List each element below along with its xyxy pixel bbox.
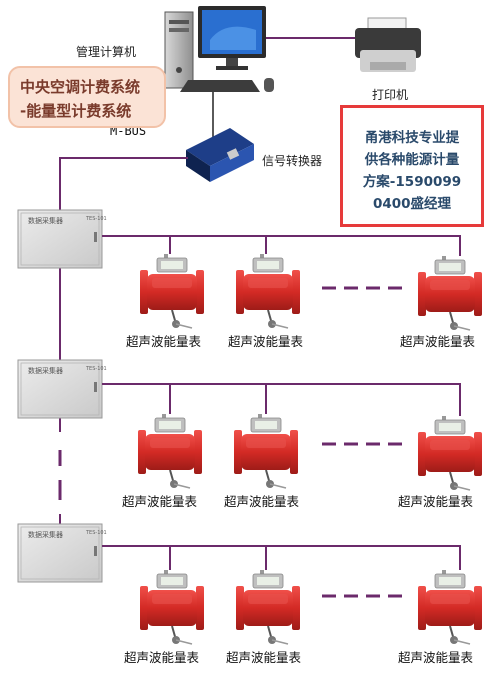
collector-tag-2: TES-101 [86,366,107,372]
collector-tag-1: TES-101 [86,216,107,222]
collector-tag-3: TES-101 [86,530,107,536]
mbus-trunk-top [59,157,188,212]
callout-line-2: -能量型计费系统 [20,102,132,120]
system-callout: 中央空调计费系统 -能量型计费系统 [8,66,166,128]
meter-label-2a: 超声波能量表 [122,494,198,509]
meter-label-1c: 超声波能量表 [400,334,476,349]
meter-label-2c: 超声波能量表 [398,494,474,509]
contact-ad-box: 甬港科技专业提 供各种能源计量 方案-1590099 0400盛经理 [340,105,484,227]
ultrasonic-meter-3c [417,569,483,645]
meter-label-3b: 超声波能量表 [226,650,302,665]
ultrasonic-meter-2b [233,413,299,489]
ad-line-3: 方案-1590099 [362,174,462,190]
branch-line-2 [102,383,461,416]
ad-line-2: 供各种能源计量 [364,152,460,168]
ultrasonic-meter-1c [417,255,483,331]
collector-title-2: 数据采集器 [28,367,63,375]
computer-label: 管理计算机 [76,45,137,59]
printer-label: 打印机 [372,88,409,102]
meter-label-1a: 超声波能量表 [126,334,202,349]
branch-line-3 [102,545,461,570]
ad-line-4: 0400盛经理 [372,196,452,212]
ultrasonic-meter-3a [139,569,205,645]
printer-icon [355,17,421,72]
collector-title-3: 数据采集器 [28,531,63,539]
computer-icon [164,6,274,92]
ultrasonic-meter-1a [139,253,205,329]
callout-line-1: 中央空调计费系统 [20,78,141,96]
ultrasonic-meter-1b [235,253,301,329]
ultrasonic-meter-2a [137,413,203,489]
converter-label: 信号转换器 [262,154,323,168]
meter-label-1b: 超声波能量表 [228,334,304,349]
branch-line-1 [102,235,461,256]
meter-label-3c: 超声波能量表 [398,650,474,665]
ultrasonic-meter-3b [235,569,301,645]
collector-title-1: 数据采集器 [28,217,63,225]
meter-label-2b: 超声波能量表 [224,494,300,509]
ad-line-1: 甬港科技专业提 [364,130,460,146]
meter-label-3a: 超声波能量表 [124,650,200,665]
ultrasonic-meter-2c [417,415,483,491]
signal-converter-icon [186,128,254,182]
